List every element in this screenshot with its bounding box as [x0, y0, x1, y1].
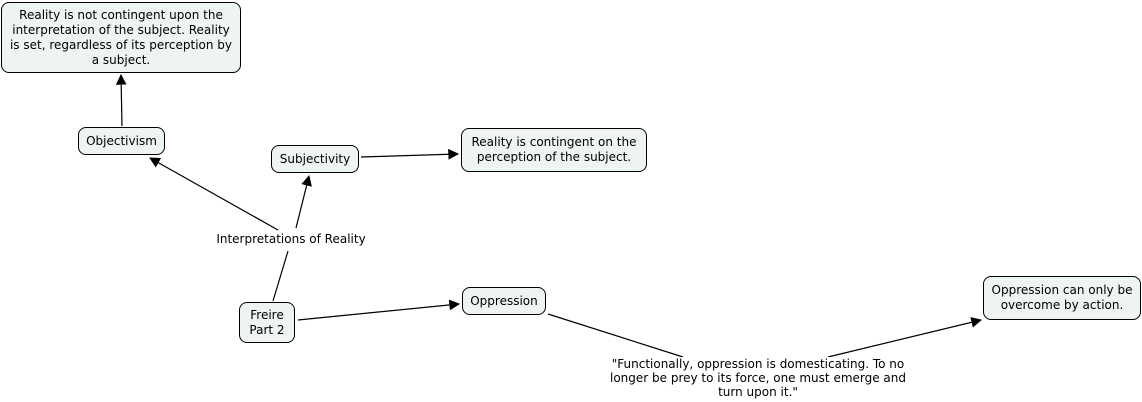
freire-label: Freire Part 2	[249, 307, 285, 337]
oppression-label: Oppression	[470, 293, 538, 308]
objectivism-label: Objectivism	[86, 133, 157, 148]
link-freire-to-interpretations	[272, 250, 289, 302]
oppression-node: Oppression	[462, 287, 546, 315]
link-interpretations-to-objectivism	[149, 157, 279, 231]
freire-node: Freire Part 2	[239, 302, 295, 343]
objectivism-node: Objectivism	[78, 127, 165, 155]
oppression-action-text: Oppression can only be overcome by actio…	[991, 283, 1133, 312]
link-quote-to-action	[827, 317, 983, 358]
objectivism-definition-text: Reality is not contingent upon the inter…	[9, 7, 233, 67]
link-oppression-to-quote	[547, 313, 684, 358]
subjectivity-label: Subjectivity	[279, 151, 351, 166]
oppression-action-box: Oppression can only be overcome by actio…	[983, 276, 1141, 320]
objectivism-definition-box: Reality is not contingent upon the inter…	[1, 2, 241, 73]
link-interpretations-to-subjectivity	[295, 174, 312, 229]
quote-link-label: "Functionally, oppression is domesticati…	[598, 357, 918, 399]
subjectivity-definition-text: Reality is contingent on the perception …	[471, 135, 637, 164]
link-subjectivity-to-definition	[360, 148, 460, 160]
link-freire-to-oppression	[297, 299, 461, 321]
link-objectivism-to-definition	[115, 73, 127, 127]
subjectivity-definition-box: Reality is contingent on the perception …	[461, 128, 647, 172]
subjectivity-node: Subjectivity	[271, 145, 359, 173]
interpretations-link-label: Interpretations of Reality	[212, 232, 370, 246]
